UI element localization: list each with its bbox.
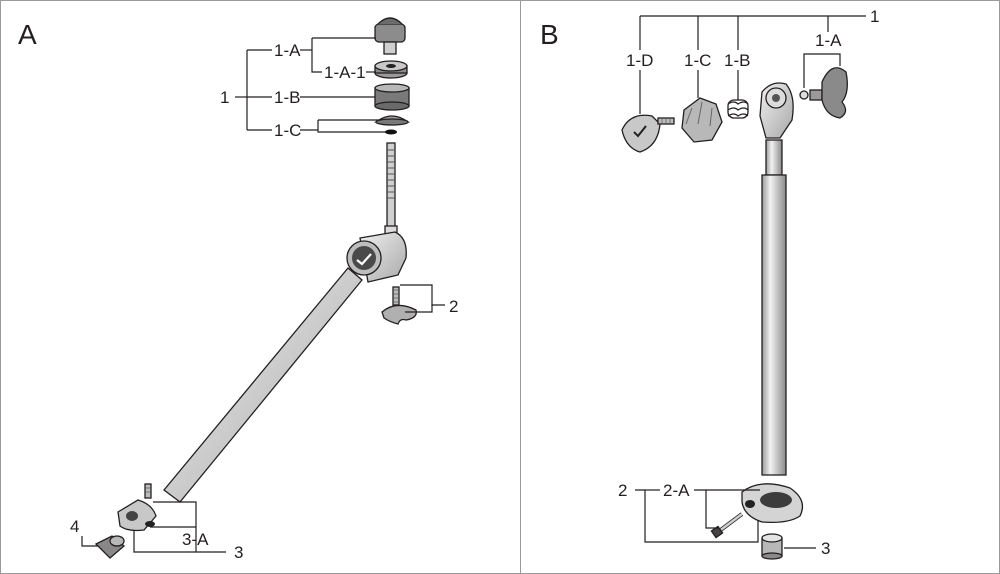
part-3a-bolt: [144, 483, 152, 499]
label-b-1c: 1-C: [684, 51, 711, 70]
label-b-2a: 2-A: [663, 481, 690, 500]
part-1a1-washer: [374, 60, 408, 79]
part-1a-wing-knob: [374, 17, 406, 55]
part-3-clamp: [117, 499, 157, 532]
label-b-1d: 1-D: [626, 51, 653, 70]
panel-b-title: B: [540, 19, 559, 50]
label-a-1b: 1-B: [274, 88, 300, 107]
part-long-arm: [163, 267, 363, 503]
panel-a-leaders: [81, 37, 445, 553]
part-1b-rubber-cylinder: [374, 83, 410, 111]
part-1c-felt-washer: [374, 115, 410, 135]
label-b-1b: 1-B: [724, 51, 750, 70]
label-a-1c: 1-C: [274, 121, 301, 140]
panel-a-title: A: [18, 19, 37, 50]
part-tube-joint: [759, 82, 794, 139]
label-a-1a1: 1-A-1: [324, 63, 366, 82]
label-a-1: 1: [220, 88, 229, 107]
label-a-3: 3: [234, 543, 243, 562]
label-b-3: 3: [821, 539, 830, 558]
part-1c-knurled-nut: [681, 97, 723, 143]
part-vertical-tube: [761, 139, 787, 476]
part-1a-wing-knob-b: [799, 67, 848, 119]
part-4-rubber-tip: [94, 535, 126, 559]
part-1b-spring: [727, 99, 749, 119]
label-a-3a: 3-A: [182, 530, 209, 549]
part-2-clamp-ring: [741, 483, 804, 524]
label-b-1: 1: [870, 7, 879, 26]
part-2-wing-bolt: [381, 286, 417, 325]
part-1d-wing-nut: [621, 114, 675, 153]
panel-b-leaders: [635, 15, 866, 549]
part-threaded-rod: [384, 142, 398, 237]
label-a-1a: 1-A: [274, 41, 301, 60]
part-3-bushing: [761, 533, 783, 560]
label-b-2: 2: [618, 481, 627, 500]
label-a-4: 4: [70, 517, 79, 536]
part-angle-joint: [346, 231, 407, 283]
label-a-2: 2: [449, 297, 458, 316]
part-2a-screw: [710, 512, 744, 539]
label-b-1a: 1-A: [815, 31, 842, 50]
